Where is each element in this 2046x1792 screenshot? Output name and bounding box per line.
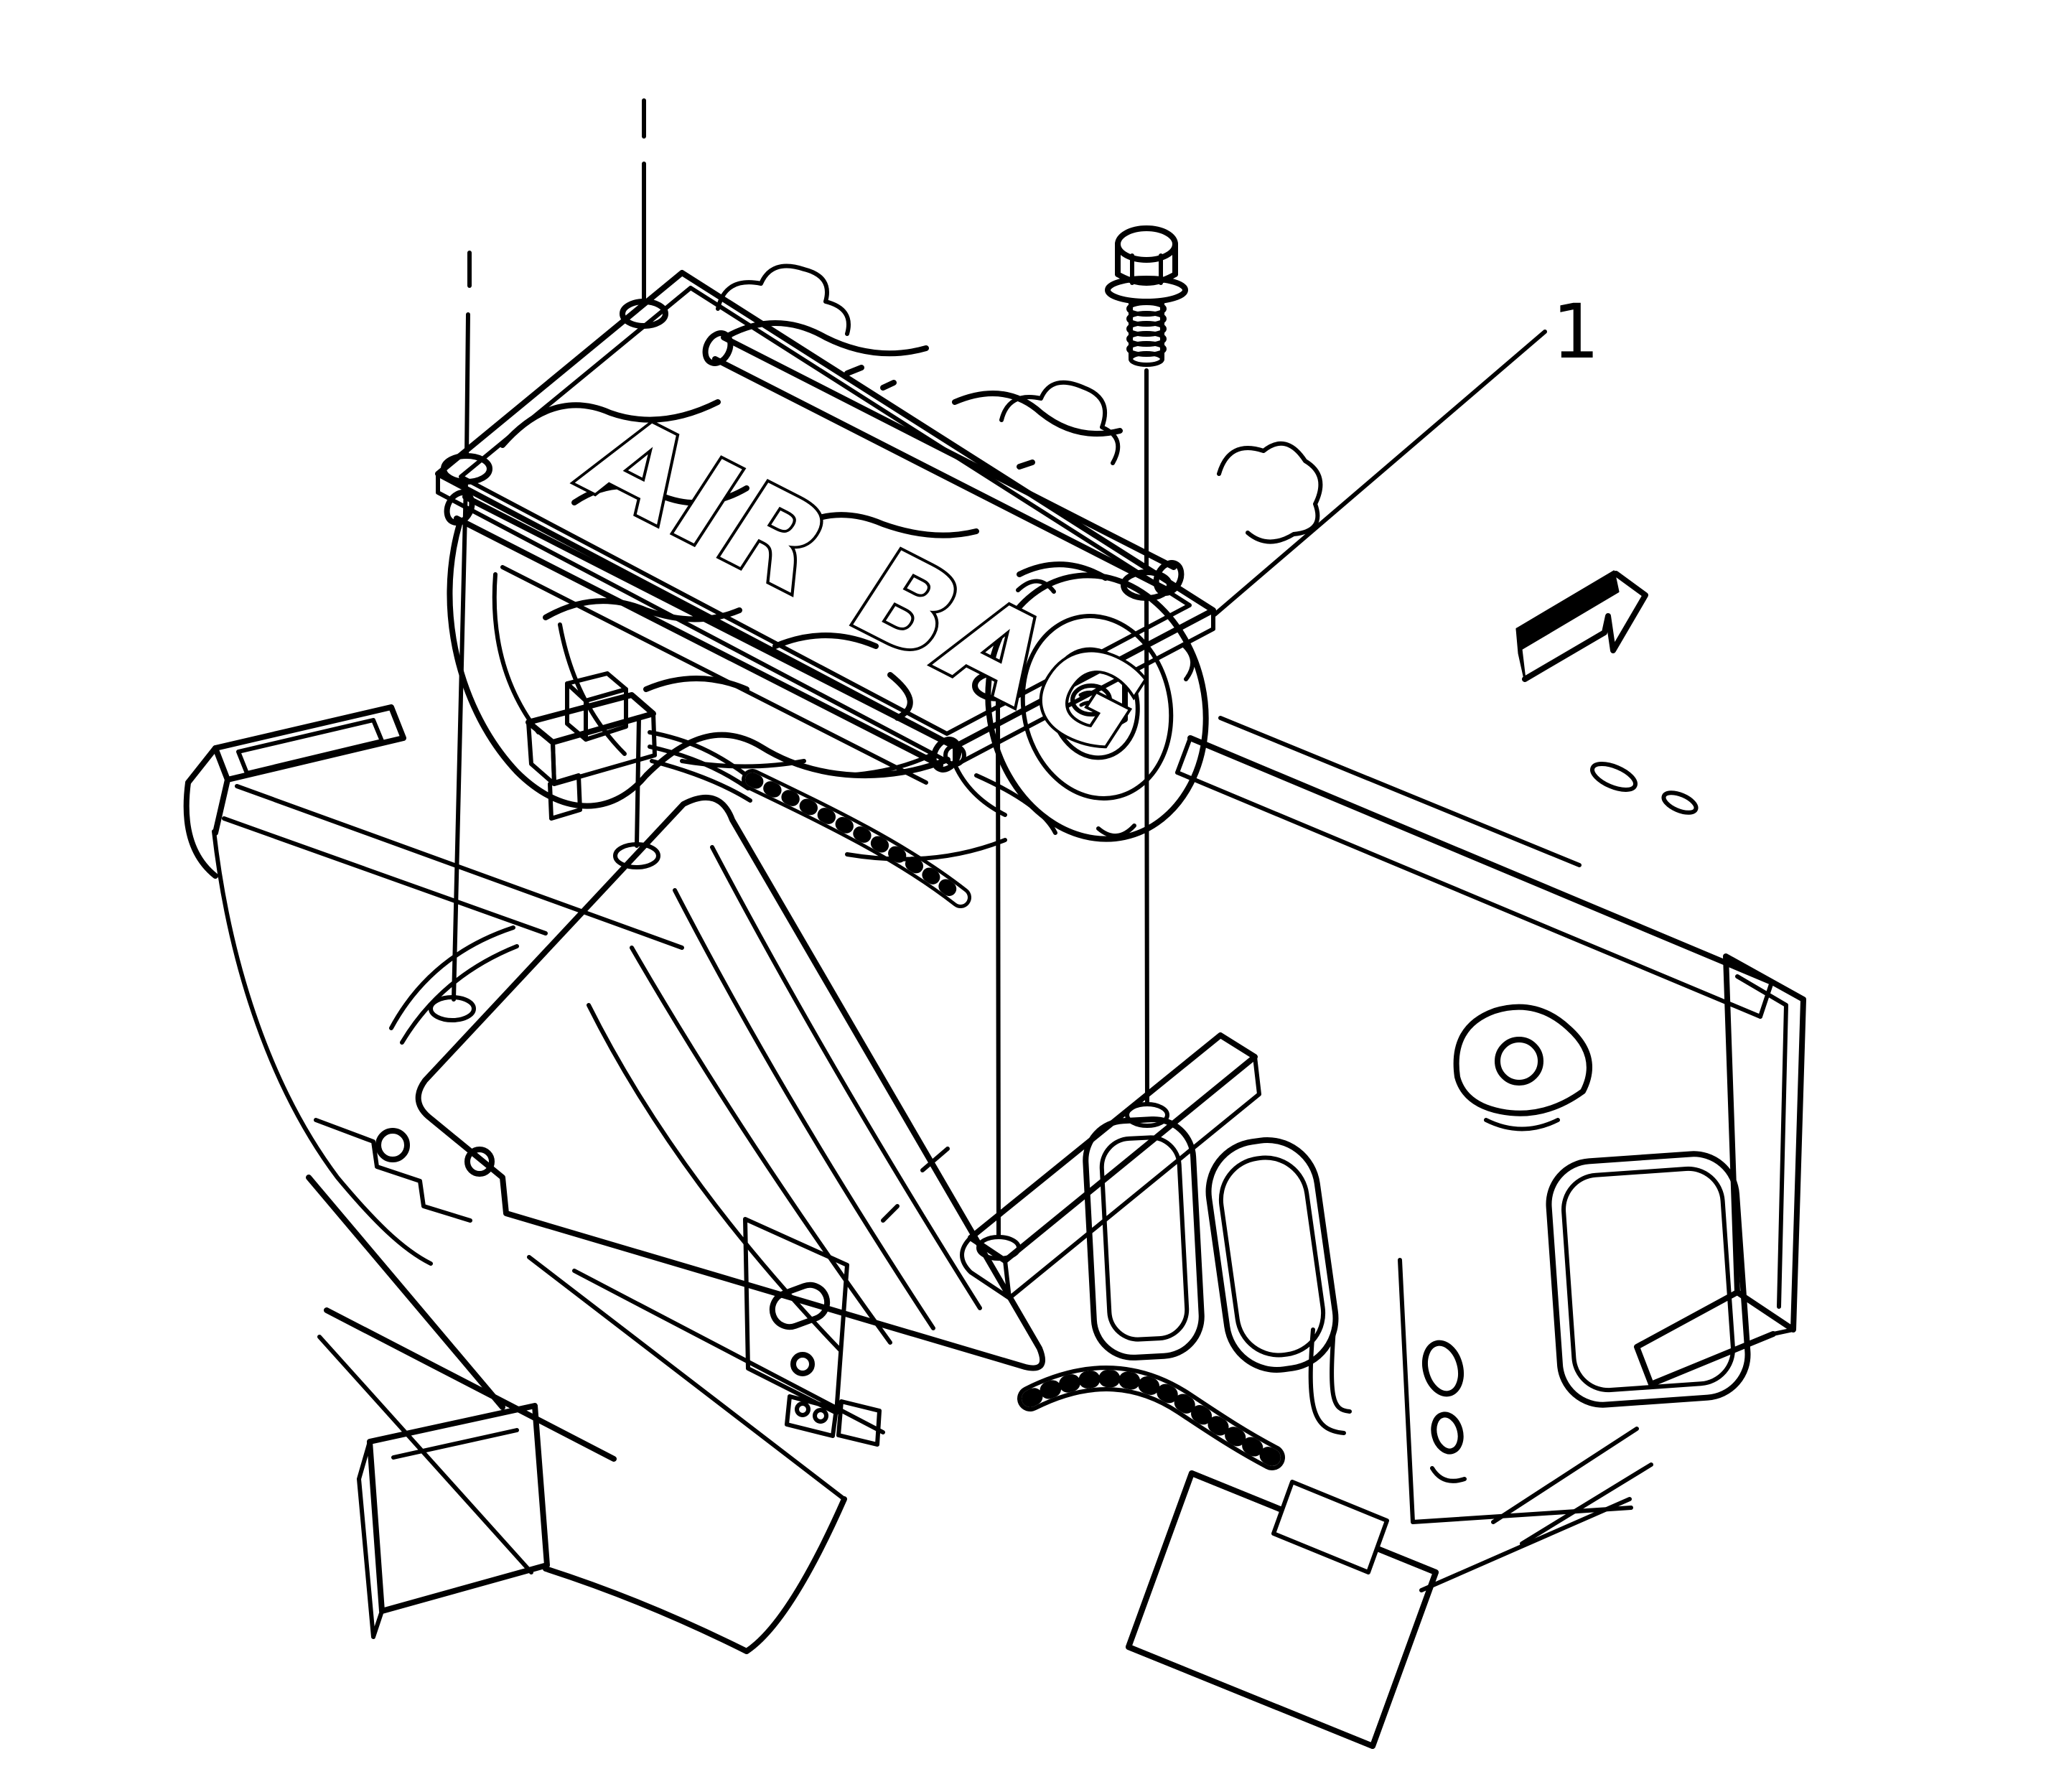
airbag-module: AIR BAG [435, 263, 1323, 862]
cushion-texture [500, 320, 1123, 721]
airbag-connector [525, 671, 657, 821]
lower-hole-rear-left [429, 995, 476, 1022]
right-tie-bar-panel [1175, 716, 1806, 1592]
plate-hole-rear-right [1121, 569, 1172, 601]
plate-hole-front-left [441, 453, 492, 485]
hvac-duct-opening [367, 1403, 550, 1614]
bulkhead-connector [1126, 1470, 1439, 1749]
callout-1: 1 [1213, 288, 1599, 617]
main-conduit [1017, 1366, 1285, 1470]
instrument-panel-structure [183, 704, 1806, 1654]
center-bracket [743, 1217, 882, 1447]
speaker-can [1419, 1151, 1751, 1592]
callout-leader-line [1213, 330, 1547, 617]
triangular-shield [389, 795, 1045, 1371]
pigtail-conduit [742, 769, 971, 908]
plate-hole-rear-left [620, 299, 668, 329]
dome-boss [1453, 1004, 1592, 1131]
center-sloped-panel [527, 1147, 950, 1654]
plate-hole-front-right [972, 670, 1024, 701]
module-rear-rail [702, 330, 1185, 596]
front-of-vehicle-arrow [1515, 570, 1648, 682]
j-clip-tube [1308, 1326, 1352, 1435]
right-face-holes [1398, 1258, 1633, 1524]
lower-hole-rear-right [976, 1235, 1021, 1261]
projection-lines [429, 98, 1169, 1261]
wiring-harness [525, 671, 1439, 1749]
lower-left-bracket [306, 1118, 617, 1639]
mounting-bolt [1105, 225, 1188, 367]
inflator-end-cap [845, 572, 1209, 862]
lower-hole-front-left [613, 842, 660, 869]
center-mounting-rail [960, 1032, 1339, 1373]
callout-label: 1 [1552, 288, 1599, 375]
left-corner-bracket [183, 704, 684, 1266]
lower-hole-front-right [1125, 1102, 1169, 1128]
